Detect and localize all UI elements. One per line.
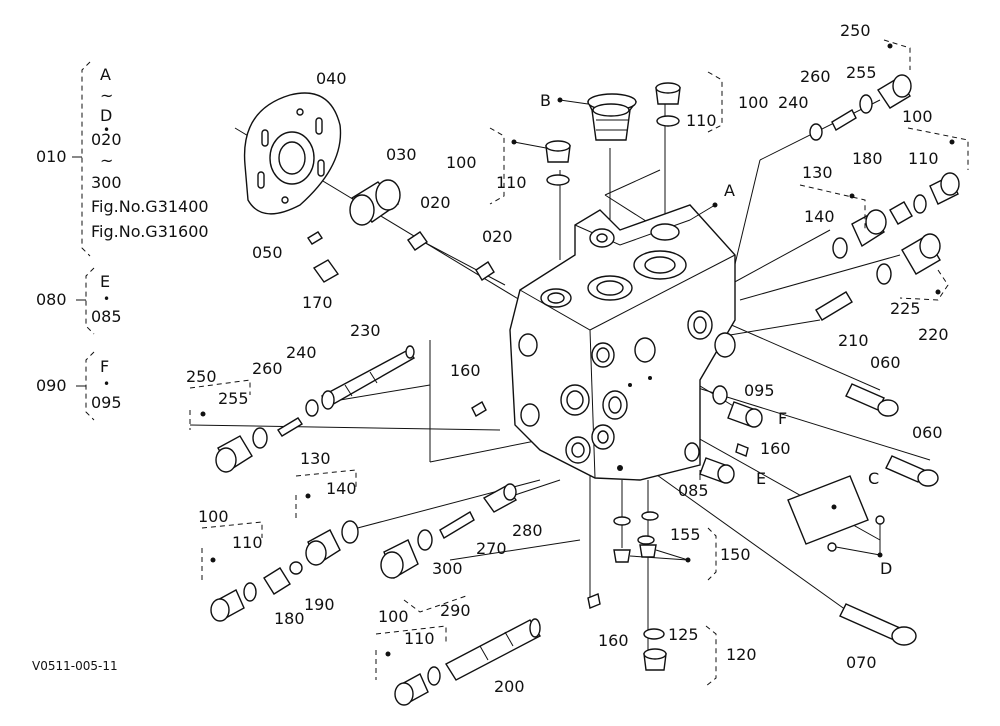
label-110-b: 110 [404, 629, 435, 648]
legend-dot-3: • [103, 377, 110, 391]
label-280: 280 [512, 521, 543, 540]
right-parts [545, 74, 960, 671]
label-100-b: 100 [378, 607, 409, 626]
label-110-d: 110 [496, 173, 527, 192]
label-300: 300 [432, 559, 463, 578]
label-100-d: 100 [446, 153, 477, 172]
legend-dot-2: • [103, 292, 110, 306]
group-brackets [189, 39, 969, 687]
label-170: 170 [302, 293, 333, 312]
label-150: 150 [720, 545, 751, 564]
leader-dots [200, 43, 955, 657]
label-letter-f: F [778, 409, 787, 428]
label-130-a: 130 [300, 449, 331, 468]
label-letter-a: A [724, 181, 735, 200]
legend-300: 300 [91, 173, 122, 192]
label-110-e: 110 [908, 149, 939, 168]
label-letter-b: B [540, 91, 551, 110]
label-020-b: 020 [482, 227, 513, 246]
label-260-b: 260 [800, 67, 831, 86]
label-255-a: 255 [218, 389, 249, 408]
part-labels: 040 030 020 020 050 170 230 240 260 250 … [186, 21, 949, 696]
label-100-e: 100 [902, 107, 933, 126]
label-180-a: 180 [274, 609, 305, 628]
label-100-c: 100 [738, 93, 769, 112]
legend-fig-2: Fig.No.G31600 [91, 222, 209, 241]
label-letter-c: C [868, 469, 879, 488]
label-290: 290 [440, 601, 471, 620]
label-180-b: 180 [852, 149, 883, 168]
label-190: 190 [304, 595, 335, 614]
reference-code: V0511-005-11 [32, 659, 118, 673]
label-050: 050 [252, 243, 283, 262]
label-250-a: 250 [186, 367, 217, 386]
label-240-a: 240 [286, 343, 317, 362]
label-130-b: 130 [802, 163, 833, 182]
legend-dot-1: • [103, 123, 110, 137]
legend-range-end: D [100, 106, 112, 125]
label-040: 040 [316, 69, 347, 88]
legend-tilde-1: ~ [100, 86, 113, 105]
label-160-b: 160 [598, 631, 629, 650]
legend-085: 085 [91, 307, 122, 326]
label-060-a: 060 [870, 353, 901, 372]
legend-fig-1: Fig.No.G31400 [91, 197, 209, 216]
label-250-b: 250 [840, 21, 871, 40]
label-225: 225 [890, 299, 921, 318]
label-020-a: 020 [420, 193, 451, 212]
legend-tilde-2: ~ [100, 151, 113, 170]
label-200: 200 [494, 677, 525, 696]
legend-080: 080 [36, 290, 67, 309]
label-230: 230 [350, 321, 381, 340]
legend-letter-e: E [100, 272, 110, 291]
label-260-a: 260 [252, 359, 283, 378]
legend-010: 010 [36, 147, 67, 166]
label-140-a: 140 [326, 479, 357, 498]
label-125: 125 [668, 625, 699, 644]
legend-020: 020 [91, 130, 122, 149]
legend-090: 090 [36, 376, 67, 395]
label-letter-e: E [756, 469, 766, 488]
label-255-b: 255 [846, 63, 877, 82]
label-060-b: 060 [912, 423, 943, 442]
label-100-a: 100 [198, 507, 229, 526]
label-210: 210 [838, 331, 869, 350]
label-140-b: 140 [804, 207, 835, 226]
label-110-c: 110 [686, 111, 717, 130]
label-270: 270 [476, 539, 507, 558]
label-120: 120 [726, 645, 757, 664]
label-160-c: 160 [760, 439, 791, 458]
label-110-a: 110 [232, 533, 263, 552]
label-220: 220 [918, 325, 949, 344]
label-085: 085 [678, 481, 709, 500]
left-parts [210, 92, 601, 706]
label-160-a: 160 [450, 361, 481, 380]
label-240-b: 240 [778, 93, 809, 112]
legend-095: 095 [91, 393, 122, 412]
label-095: 095 [744, 381, 775, 400]
label-070: 070 [846, 653, 877, 672]
label-155: 155 [670, 525, 701, 544]
legend-letter-f: F [100, 357, 109, 376]
label-030: 030 [386, 145, 417, 164]
valve-body [509, 204, 736, 481]
legend-range-start: A [100, 65, 111, 84]
label-letter-d: D [880, 559, 892, 578]
legend: 010 A ~ D • 020 ~ 300 Fig.No.G31400 Fig.… [36, 61, 209, 421]
